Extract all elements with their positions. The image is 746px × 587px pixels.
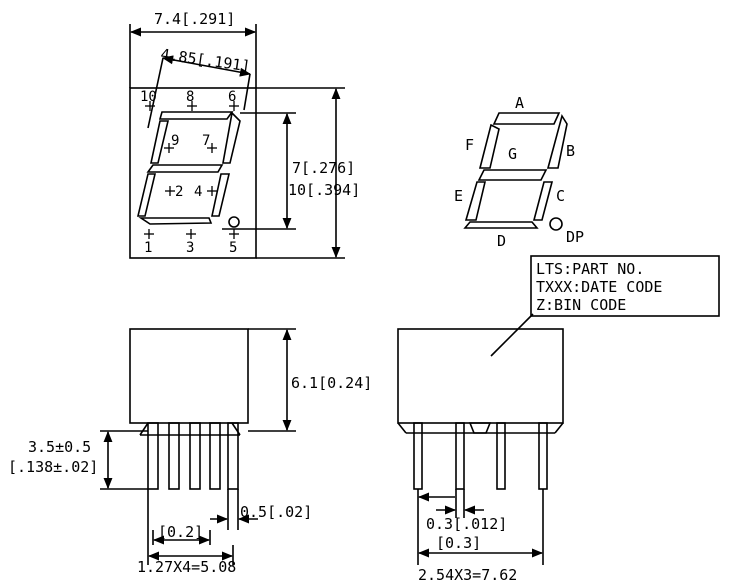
end-lead-3 [496,422,506,490]
side-pitch-total-label: 1.27X4=5.08 [137,558,236,576]
map-seg-g [477,169,548,181]
pin-9-label: 9 [171,133,179,149]
pin-6-label: 6 [228,89,236,105]
side-lead-5 [227,422,239,490]
map-seg-d [463,221,539,229]
legend-line-3: Z:BIN CODE [536,296,626,314]
end-lead-thickness-label: 0.3[.012] [426,515,507,533]
side-body [129,328,249,424]
pin-1-label: 1 [144,240,152,256]
seg-dp [228,216,240,228]
end-leads [413,422,548,490]
seg-bottom-left [136,173,157,217]
pin-7-label: 7 [202,133,210,149]
side-lead-4 [209,422,221,490]
end-view [397,328,564,565]
front-body-outline [129,87,257,259]
pin-3-label: 3 [186,240,194,256]
seg-top-left [150,120,170,164]
map-seg-dp [549,217,563,231]
seg-label-e: E [454,187,463,205]
pin-markers [144,101,239,239]
map-seg-e [464,181,487,221]
legend-box [530,255,720,317]
seg-bottom-right [211,173,231,217]
legend-line-1: LTS:PART NO. [536,260,644,278]
end-notch [468,422,492,434]
front-view [129,24,345,259]
front-digit-width-label: 4.85[.191] [159,45,251,75]
pin-8-label: 8 [186,89,194,105]
segment-map [463,112,568,231]
side-lead-width-label: 0.5[.02] [240,503,312,521]
side-pitch-small-label: [0.2] [158,523,203,541]
seg-label-d: D [497,232,506,250]
seg-label-f: F [465,136,474,154]
side-view [100,328,296,565]
seg-bottom [138,217,213,225]
seg-label-c: C [556,187,565,205]
seg-label-dp: DP [566,228,584,246]
map-seg-a [492,112,561,125]
end-lead-thickness-label-2: [0.3] [436,534,481,552]
side-leads [147,422,239,490]
front-digit [136,111,241,228]
map-seg-f [478,123,500,169]
map-seg-b [546,114,568,169]
side-body-height-label: 6.1[0.24] [291,374,372,392]
seg-label-a: A [515,94,524,112]
seg-middle [146,164,224,173]
seg-top [158,111,234,120]
pin-2-label: 2 [175,184,183,200]
end-body [397,328,564,424]
seg-label-b: B [566,142,575,160]
legend-leader [490,313,534,357]
front-height-label: 10[.394] [288,181,360,199]
end-row-pitch-label: 2.54X3=7.62 [418,566,517,584]
side-lead-2 [168,422,180,490]
side-lead-length-label-2: [.138±.02] [8,458,98,476]
side-lead-1 [147,422,159,490]
pin-4-label: 4 [194,184,202,200]
seg-top-right [222,111,241,164]
pin-5-label: 5 [229,240,237,256]
legend-line-2: TXXX:DATE CODE [536,278,662,296]
map-seg-c [532,181,554,221]
pin-10-label: 10 [140,89,157,105]
seg-label-g: G [508,145,517,163]
front-digit-height-label: 7[.276] [292,159,355,177]
side-lead-length-label: 3.5±0.5 [28,438,91,456]
end-lead-2 [455,422,465,490]
side-lead-3 [189,422,201,490]
front-width-label: 7.4[.291] [154,10,235,28]
